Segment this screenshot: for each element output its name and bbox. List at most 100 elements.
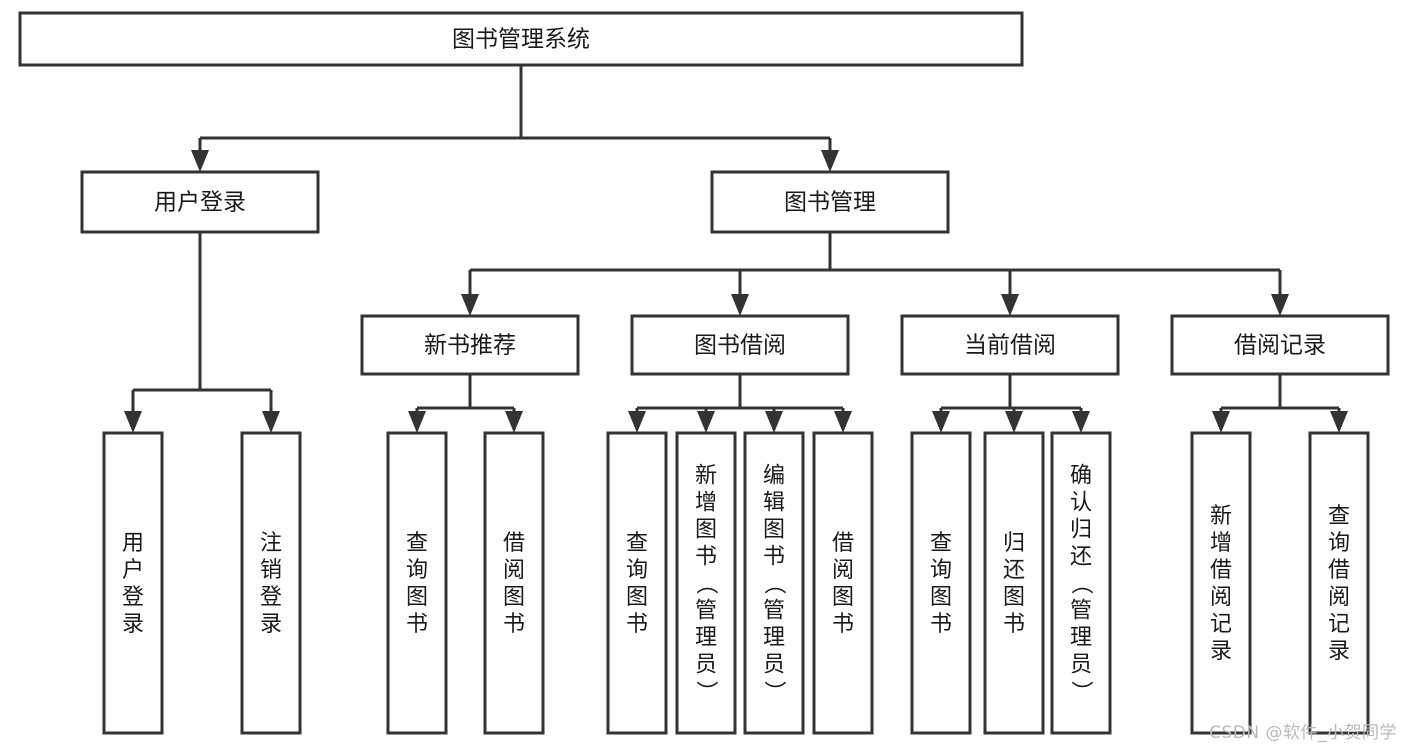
node-leaf-9-label-char: 图 (1003, 585, 1025, 610)
node-level2-1-box (710, 170, 950, 234)
node-leaf-5-box (675, 431, 737, 735)
node-leaf-6-label-char: 理 (763, 626, 785, 651)
node-leaf-8-label-char: 书 (930, 612, 952, 637)
arrow-head-icon (505, 411, 523, 433)
arrow-head-icon (697, 411, 715, 433)
node-leaf-8-label-char: 图 (930, 585, 952, 610)
node-leaf-0-box (102, 431, 164, 735)
node-leaf-0[interactable]: 用户登录 (102, 431, 164, 735)
node-leaf-10-label-char: 理 (1070, 626, 1092, 651)
node-leaf-11-label-char: 记 (1210, 612, 1232, 637)
node-leaf-8-label-char: 查 (930, 531, 952, 556)
arrow-head-icon (765, 411, 783, 433)
node-leaf-12-label-char: 查 (1328, 504, 1350, 529)
arrow-head-icon (1271, 294, 1289, 316)
arrow-head-icon (628, 411, 646, 433)
node-leaf-2-label-char: 查 (406, 531, 428, 556)
node-leaf-12-label-char: 询 (1328, 531, 1350, 556)
node-leaf-11-box (1190, 431, 1252, 735)
arrow-head-icon (1212, 411, 1230, 433)
node-leaf-6-box (743, 431, 805, 735)
node-leaf-0-label-char: 户 (122, 558, 144, 583)
node-leaf-10-label-char: 归 (1070, 518, 1092, 543)
node-leaf-6-label-char: 员 (763, 653, 785, 678)
node-leaf-6-label-char: 图 (763, 518, 785, 543)
node-level3-2[interactable]: 当前借阅 (900, 314, 1120, 376)
node-leaf-9-label-char: 归 (1003, 531, 1025, 556)
node-level2-1[interactable]: 图书管理 (710, 170, 950, 234)
node-leaf-6-label-char: 管 (763, 599, 785, 624)
node-level3-0[interactable]: 新书推荐 (360, 314, 580, 376)
node-leaf-3-box (483, 431, 545, 735)
node-leaf-7-label-char: 书 (832, 612, 854, 637)
node-leaf-3-label-char: 图 (503, 585, 525, 610)
node-leaf-6-label-char: （ (761, 573, 786, 595)
node-leaf-10-box (1050, 431, 1112, 735)
node-leaf-6-label-char: 辑 (763, 491, 785, 516)
node-leaf-5-label-char: （ (693, 573, 718, 595)
node-leaf-12-box (1308, 431, 1370, 735)
node-leaf-3-label-char: 借 (503, 531, 525, 556)
node-leaf-7-label-char: 图 (832, 585, 854, 610)
arrow-head-icon (731, 294, 749, 316)
node-level3-1[interactable]: 图书借阅 (630, 314, 850, 376)
arrow-head-icon (1072, 411, 1090, 433)
node-leaf-11-label-char: 增 (1210, 531, 1232, 556)
node-leaf-1-label-char: 销 (260, 558, 282, 583)
node-leaf-6-label-char: 编 (763, 464, 785, 489)
node-leaf-1-label-char: 登 (260, 585, 282, 610)
node-leaf-7-label-char: 借 (832, 531, 854, 556)
arrow-head-icon (1330, 411, 1348, 433)
node-leaf-11-label-char: 录 (1210, 639, 1232, 664)
node-leaf-7-box (812, 431, 874, 735)
node-leaf-9-label-char: 书 (1003, 612, 1025, 637)
node-leaf-4-label-char: 查 (626, 531, 648, 556)
node-leaf-12-label-char: 借 (1328, 558, 1350, 583)
node-leaf-10-label-char: ） (1068, 681, 1093, 703)
node-leaf-11-label-char: 新 (1210, 504, 1232, 529)
node-leaf-6-label-char: 书 (763, 545, 785, 570)
node-leaf-5-label-char: 增 (695, 491, 717, 516)
node-leaf-10-label-char: 认 (1070, 491, 1092, 516)
node-leaf-4-box (606, 431, 668, 735)
node-leaf-0-label-char: 录 (122, 612, 144, 637)
node-boxes-layer: 图书管理系统用户登录图书管理新书推荐图书借阅当前借阅借阅记录用户登录注销登录查询… (18, 11, 1390, 735)
arrow-head-icon (834, 411, 852, 433)
node-leaf-1-box (240, 431, 302, 735)
node-root-图书管理系统[interactable]: 图书管理系统 (18, 11, 1024, 67)
node-leaf-10-label-char: 管 (1070, 599, 1092, 624)
node-leaf-2-box (386, 431, 448, 735)
node-leaf-0-label-char: 用 (122, 531, 144, 556)
arrow-head-icon (821, 150, 839, 172)
node-leaf-2-label-char: 图 (406, 585, 428, 610)
node-level2-0-box (80, 170, 320, 234)
node-leaf-10-label-char: （ (1068, 573, 1093, 595)
arrow-head-icon (124, 411, 142, 433)
node-leaf-5-label-char: 管 (695, 599, 717, 624)
arrow-head-icon (408, 411, 426, 433)
node-leaf-10-label-char: 确 (1070, 464, 1092, 489)
arrow-head-icon (932, 411, 950, 433)
node-leaf-11-label-char: 借 (1210, 558, 1232, 583)
node-level3-3[interactable]: 借阅记录 (1170, 314, 1390, 376)
node-leaf-0-label-char: 登 (122, 585, 144, 610)
node-level2-0[interactable]: 用户登录 (80, 170, 320, 234)
node-leaf-3-label-char: 书 (503, 612, 525, 637)
node-leaf-9-label-char: 还 (1003, 558, 1025, 583)
node-leaf-11-label-char: 阅 (1210, 585, 1232, 610)
node-leaf-12-label-char: 阅 (1328, 585, 1350, 610)
